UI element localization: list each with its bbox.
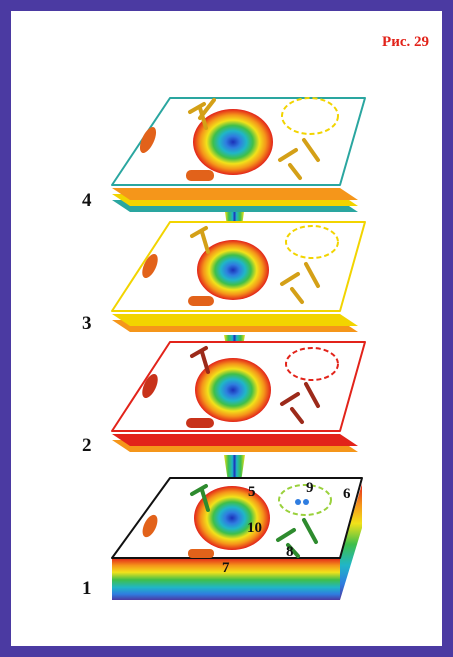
callout-6: 6 — [343, 486, 351, 502]
callout-9: 9 — [306, 480, 314, 496]
cell-layer-3 — [112, 222, 365, 332]
callout-8: 8 — [286, 544, 294, 560]
cell-layer-4 — [112, 98, 365, 212]
cell-layer-2 — [112, 342, 365, 452]
callout-5: 5 — [248, 484, 256, 500]
cell-layer-1 — [112, 478, 362, 600]
callout-10: 10 — [247, 520, 262, 536]
callout-7: 7 — [222, 560, 230, 576]
